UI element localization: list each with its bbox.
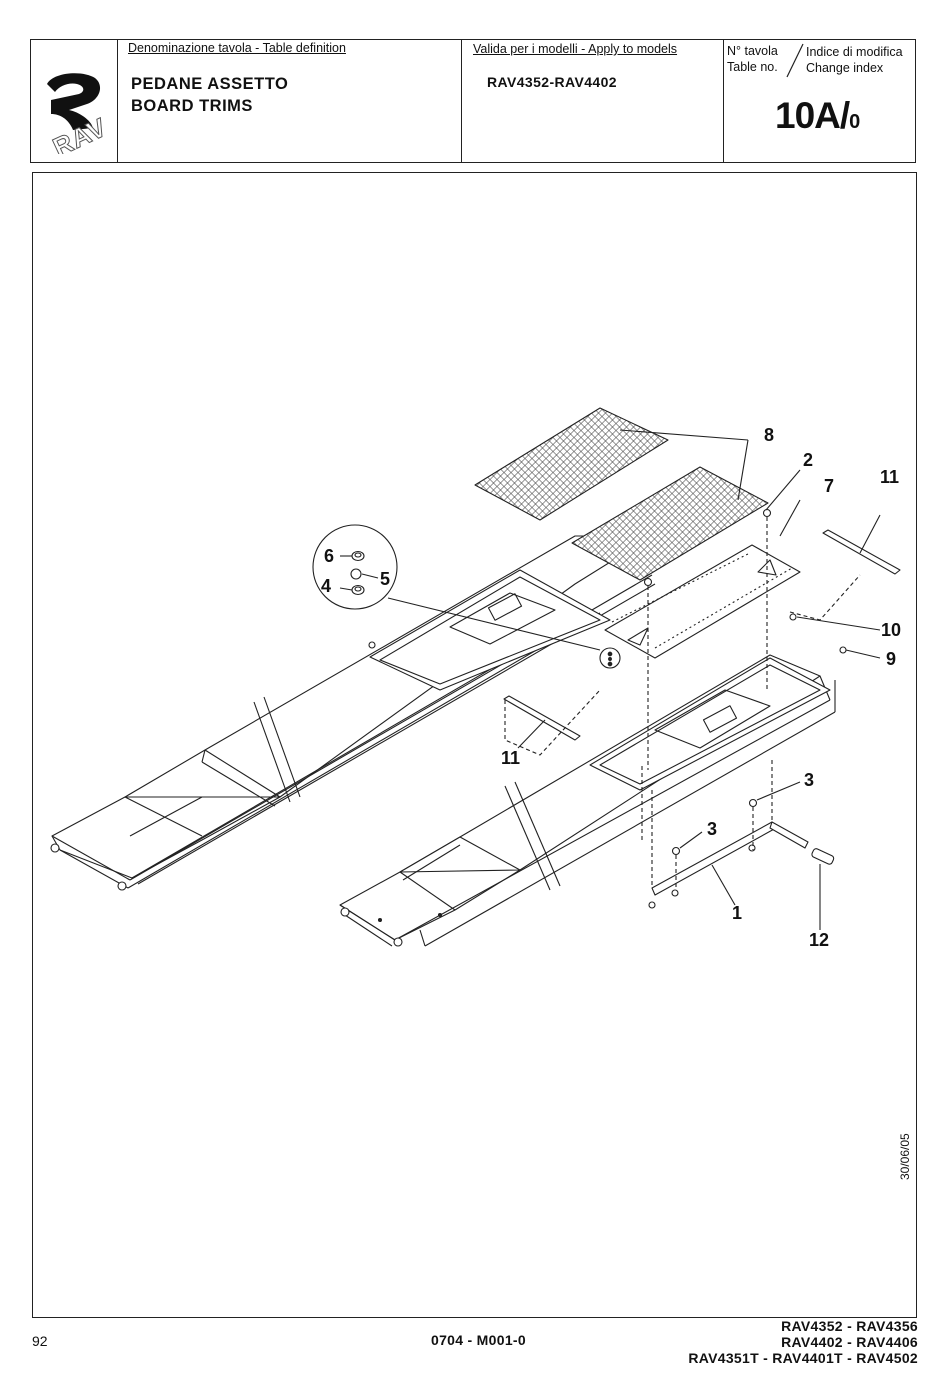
callout-2: 2 (803, 450, 814, 470)
title-block: RAV Denominazione tavola - Table definit… (30, 39, 916, 163)
detail-magnifier (312, 524, 621, 669)
table-index: 0 (849, 111, 860, 133)
callout-6: 6 (324, 546, 335, 566)
tread-plates (474, 407, 769, 581)
callout-3: 3 (804, 770, 815, 790)
callout-8: 8 (764, 425, 775, 445)
change-index-label-en: Change index (806, 61, 884, 75)
table-no-label-it: N° tavola (727, 44, 778, 58)
valid-models-label: Valida per i modelli - Apply to models (473, 42, 678, 56)
table-number-main: 10A/ (775, 95, 850, 136)
drawing-frame (32, 172, 917, 1318)
pin-12 (811, 848, 835, 930)
callout-5: 5 (380, 569, 391, 589)
rav-logo-icon: RAV (47, 73, 111, 154)
divider (117, 40, 118, 162)
footer-models-2: RAV4402 - RAV4406 (781, 1334, 918, 1350)
callout-11: 11 (880, 467, 900, 487)
divider (461, 40, 462, 162)
bars-11 (503, 514, 901, 756)
callout-7: 7 (824, 476, 835, 496)
left-runway (50, 535, 656, 891)
title-english: BOARD TRIMS (131, 97, 253, 115)
table-no-label-en: Table no. (727, 60, 778, 74)
divider (723, 40, 724, 162)
table-number: 10A/0 (775, 95, 860, 137)
right-runway (339, 654, 836, 947)
date-stamp: 30/06/05 (898, 1133, 912, 1180)
page-number: 92 (32, 1333, 48, 1349)
slide-plate (604, 499, 801, 659)
document-code: 0704 - M001-0 (431, 1332, 526, 1348)
footer-models-3: RAV4351T - RAV4401T - RAV4502 (688, 1350, 918, 1366)
definition-label: Denominazione tavola - Table definition (128, 41, 346, 55)
models-list: RAV4352-RAV4402 (487, 74, 617, 90)
callout-10: 10 (881, 620, 902, 640)
callout-4: 4 (321, 576, 332, 596)
callout-3: 3 (707, 819, 718, 839)
change-index-label-it: Indice di modifica (806, 45, 903, 59)
fasteners (641, 469, 881, 909)
callout-12: 12 (809, 930, 830, 950)
callout-11: 11 (501, 748, 521, 768)
slash-divider (786, 43, 804, 78)
title-italian: PEDANE ASSETTO (131, 75, 289, 93)
callout-1: 1 (732, 903, 743, 923)
bar-1 (651, 821, 809, 906)
callout-9: 9 (886, 649, 897, 669)
footer-models-1: RAV4352 - RAV4356 (781, 1318, 918, 1334)
